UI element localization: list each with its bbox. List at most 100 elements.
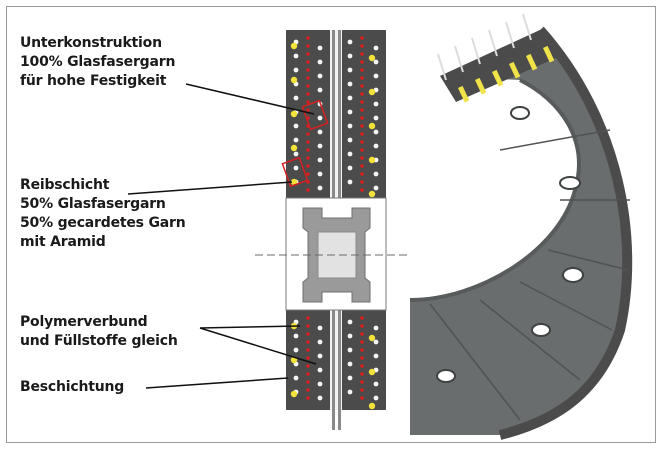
white-fiber-dot [317,129,323,135]
red-fiber-dot [360,140,364,144]
red-fiber-dot [306,332,310,336]
label-polymerverbund-line-2: und Füllstoffe gleich [20,333,178,349]
red-fiber-dot [306,396,310,400]
fiber-markers [290,36,379,410]
white-fiber-dot [317,367,323,373]
white-fiber-dot [293,53,299,59]
yellow-stripe [458,85,470,103]
belt-hole-2 [559,176,581,190]
white-fiber-dot [293,123,299,129]
white-fiber-dot [373,395,379,401]
white-fiber-dot [347,53,353,59]
red-fiber-dot [360,84,364,88]
red-fiber-dot [360,44,364,48]
red-fiber-dot [360,356,364,360]
white-fiber-dot [373,115,379,121]
white-fiber-dot [347,137,353,143]
red-fiber-dot [360,52,364,56]
white-fiber-dot [347,81,353,87]
white-fiber-dot [317,185,323,191]
yellow-fiber-dot [368,402,376,410]
red-fiber-dot [306,164,310,168]
yellow-fiber-dot [290,178,298,186]
curved-belt-edge [498,26,633,440]
red-fiber-dot [360,316,364,320]
white-fiber-dot [373,381,379,387]
highlight-box-lower [281,156,309,188]
white-fiber-dot [317,353,323,359]
white-fiber-dot [347,39,353,45]
lower-belt-right [342,310,386,410]
red-fiber-dot [360,388,364,392]
belt-end-cap [440,30,556,102]
red-fiber-dot [306,340,310,344]
white-fiber-dot [347,95,353,101]
leader-polymer-2 [199,327,317,365]
red-fiber-dot [306,44,310,48]
red-fiber-dot [360,340,364,344]
red-fiber-dot [360,364,364,368]
belt-cross-section [255,30,410,430]
red-fiber-dot [306,388,310,392]
yellow-fiber-dot [290,144,298,152]
belt-hole-3 [562,267,584,283]
red-fiber-dot [360,332,364,336]
belt-holes [436,106,584,383]
white-fiber-dot [347,361,353,367]
belt-hole-5 [436,369,456,383]
red-fiber-dot [360,60,364,64]
white-fiber-dot [373,171,379,177]
red-fiber-dot [360,116,364,120]
yellow-stripe [543,45,555,63]
yellow-stripe [475,77,487,95]
red-fiber-dot [360,148,364,152]
connector-pin [471,37,481,65]
white-fiber-dot [373,185,379,191]
red-fiber-dot [360,76,364,80]
red-fiber-dot [360,164,364,168]
yellow-fiber-dot [368,54,376,62]
white-fiber-dot [347,109,353,115]
curved-belt-inner [409,78,581,302]
label-unterkonstruktion: Unterkonstruktion 100% Glasfasergarn für… [20,34,175,91]
red-fiber-dot [360,68,364,72]
red-fiber-dot [360,172,364,176]
white-fiber-dot [373,73,379,79]
white-fiber-dot [347,151,353,157]
white-fiber-dot [373,339,379,345]
white-fiber-dot [317,381,323,387]
red-fiber-dot [306,84,310,88]
red-fiber-dot [306,108,310,112]
red-fiber-dot [306,188,310,192]
label-reibschicht-line-2: 50% Glasfasergarn [20,196,166,212]
connector-pin [522,13,532,41]
red-fiber-dot [306,372,310,376]
connector-pin [437,53,447,81]
red-fiber-dot [306,76,310,80]
red-fiber-dot [306,172,310,176]
white-fiber-dot [373,45,379,51]
red-fiber-dot [306,324,310,328]
label-unterkonstruktion-line-2: 100% Glasfasergarn [20,54,176,70]
red-fiber-dot [360,396,364,400]
yellow-stripes [458,45,555,103]
red-fiber-dot [306,148,310,152]
red-fiber-dot [306,100,310,104]
white-fiber-dot [293,151,299,157]
white-fiber-dot [373,325,379,331]
red-fiber-dot [306,36,310,40]
belt-hole-1 [510,106,530,120]
highlight-box-upper [301,99,329,131]
yellow-fiber-dot [368,368,376,376]
red-fiber-dot [360,324,364,328]
white-fiber-dot [373,59,379,65]
red-fiber-dot [360,92,364,96]
label-unterkonstruktion-line-1: Unterkonstruktion [20,35,162,51]
red-fiber-dot [360,132,364,136]
red-fiber-dot [306,140,310,144]
white-fiber-dot [317,45,323,51]
label-polymerverbund-line-1: Polymerverbund [20,314,148,330]
red-fiber-dot [360,124,364,128]
white-fiber-dot [293,165,299,171]
